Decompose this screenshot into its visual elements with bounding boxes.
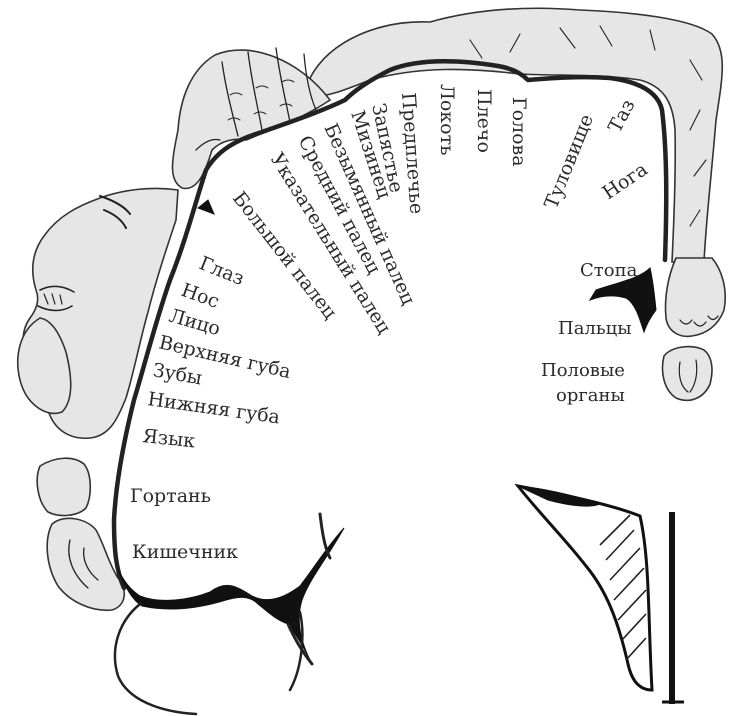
ear-detail xyxy=(68,539,99,589)
label-kishechnik: Кишечник xyxy=(132,541,238,563)
throat-drawing xyxy=(36,457,125,612)
genitals-shape xyxy=(661,345,713,402)
cross-section-top-edge xyxy=(517,485,602,507)
label-predplechye: Предплечье xyxy=(397,92,427,215)
label-polovye-line1: Половые xyxy=(541,360,625,381)
arm-drawing xyxy=(309,7,724,263)
face-drawing xyxy=(17,187,179,439)
label-polovye-line2: органы xyxy=(556,385,625,406)
label-bolshoy: Большой палец xyxy=(228,188,341,324)
cortex-outline xyxy=(111,58,669,591)
tongue-shape xyxy=(17,317,72,415)
sulcus-branch-1 xyxy=(286,512,332,666)
upper-arm-shape xyxy=(309,7,724,263)
label-noga: Нога xyxy=(598,158,651,204)
temporal-region xyxy=(113,512,345,716)
larynx-shape xyxy=(36,457,92,517)
label-gortan: Гортань xyxy=(130,485,211,507)
label-lokot: Локоть xyxy=(436,84,458,155)
cross-section-hatching xyxy=(599,514,647,661)
label-golova: Голова xyxy=(508,97,530,167)
teeth xyxy=(43,293,63,305)
label-plecho: Плечо xyxy=(473,89,495,153)
foot-drawing xyxy=(661,257,727,402)
arm-shading xyxy=(469,25,707,227)
temporal-black-mass xyxy=(117,527,345,661)
label-stopa: Стопа xyxy=(580,260,638,281)
label-zuby: Зубы xyxy=(151,359,204,389)
foot-shape xyxy=(664,257,727,338)
lips xyxy=(37,285,75,312)
finger-lines xyxy=(195,47,317,151)
cortex-surface-line xyxy=(111,58,669,591)
label-nizhnyaya-guba: Нижняя губа xyxy=(146,388,281,428)
label-taz: Таз xyxy=(604,96,640,137)
cross-section-wedge xyxy=(514,483,654,692)
label-tulovishche: Туловище xyxy=(540,111,598,212)
label-glaz: Глаз xyxy=(196,252,247,290)
label-yazyk: Язык xyxy=(141,425,196,452)
cross-section-inset xyxy=(514,483,684,704)
eye-brow xyxy=(99,195,131,229)
knuckle-marks xyxy=(227,79,295,121)
sulcus-mark-2 xyxy=(588,267,657,334)
toe-lines xyxy=(679,315,719,327)
label-paltsy: Пальцы xyxy=(558,318,632,339)
sulcus-mark-1 xyxy=(197,199,215,215)
temporal-lobe-outline xyxy=(113,602,304,716)
genitals-detail xyxy=(678,359,698,393)
